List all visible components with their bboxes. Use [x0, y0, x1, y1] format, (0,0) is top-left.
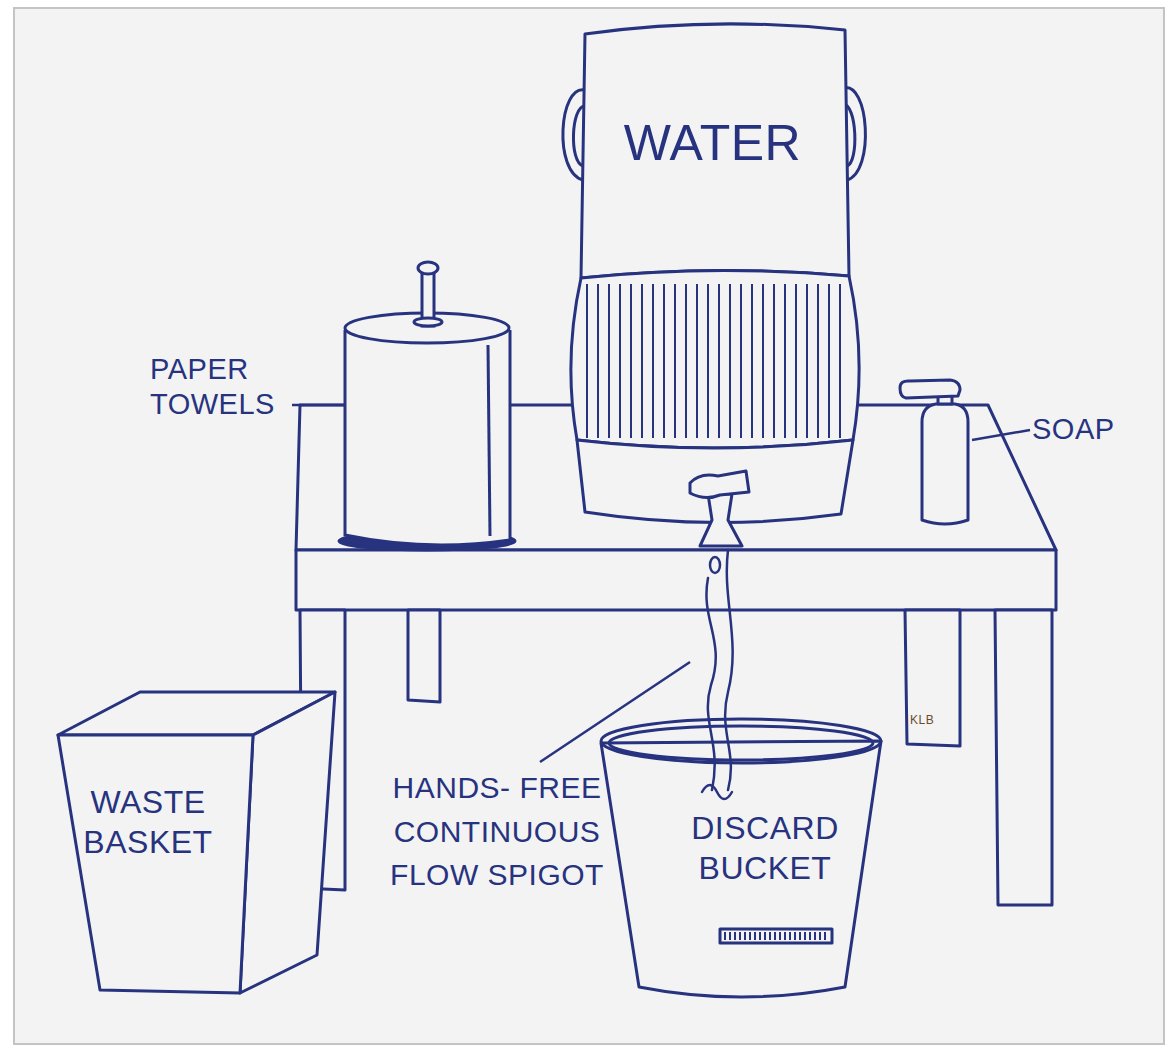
hatch-line — [751, 284, 753, 438]
stream-edge — [706, 578, 715, 790]
leader-line — [972, 430, 1030, 440]
signature: KLB — [910, 713, 950, 727]
hatch-line — [769, 932, 771, 940]
hatch-line — [794, 932, 796, 940]
stream-edge — [725, 550, 733, 790]
bucket-rim — [609, 726, 873, 760]
hatch-line — [795, 284, 797, 438]
hatch-line — [619, 284, 621, 438]
basket-front — [58, 735, 253, 993]
hatch-line — [597, 284, 599, 438]
hatch-line — [641, 284, 643, 438]
water-jug: WATER — [555, 20, 870, 525]
hatch-line — [729, 284, 731, 438]
table-leg — [995, 610, 1052, 905]
table-leg — [905, 610, 960, 746]
hatch-line — [674, 284, 676, 438]
hatch-line — [824, 932, 826, 940]
hatch-line — [652, 284, 654, 438]
bucket-body — [601, 741, 881, 997]
hatch-line — [774, 932, 776, 940]
spigot-handle — [690, 471, 749, 498]
hatch-line — [718, 284, 720, 438]
spigot-nozzle — [700, 494, 742, 546]
bucket-handle — [720, 929, 832, 943]
hatch-line — [804, 932, 806, 940]
part-label: PAPER TOWELS — [150, 352, 290, 422]
hatch-line — [762, 284, 764, 438]
node-outline — [555, 20, 870, 525]
hatch-line — [685, 284, 687, 438]
hatch-line — [809, 932, 811, 940]
hatch-line — [740, 284, 742, 438]
hatch-line — [814, 932, 816, 940]
towel-holder-knob — [418, 262, 438, 274]
hatch-line — [744, 932, 746, 940]
hatch-line — [828, 284, 830, 438]
jug-body — [581, 24, 849, 278]
container-label: WASTE BASKET — [63, 782, 233, 862]
hatch-line — [586, 284, 588, 438]
part-label: HANDS- FREE CONTINUOUS FLOW SPIGOT — [372, 766, 622, 897]
towel-roll-top — [345, 313, 509, 343]
hatch-line — [734, 932, 736, 940]
water-drop — [710, 557, 720, 573]
paper-towel-roll — [339, 262, 515, 550]
hatch-line — [806, 284, 808, 438]
jug-sleeve — [571, 270, 859, 448]
hatch-line — [754, 932, 756, 940]
part-label: SOAP — [1032, 412, 1142, 447]
hatch-line — [696, 284, 698, 438]
container-label: WATER — [595, 112, 830, 175]
hatch-line — [784, 932, 786, 940]
leader-line — [292, 404, 345, 407]
hatch-line — [764, 932, 766, 940]
towel-roll-core — [414, 318, 442, 326]
hatch-line — [630, 284, 632, 438]
hatch-line — [729, 932, 731, 940]
hatch-line — [799, 932, 801, 940]
paper-frame — [14, 8, 1164, 1044]
table-apron — [296, 550, 1056, 610]
towel-roll-body — [345, 330, 510, 545]
hatch-line — [819, 932, 821, 940]
hatch-line — [779, 932, 781, 940]
hatch-line — [773, 284, 775, 438]
soap-bottle — [922, 404, 968, 524]
stream-splash — [702, 785, 732, 799]
hatch-line — [839, 284, 841, 438]
soap-dispenser — [900, 380, 968, 524]
hatch-line — [707, 284, 709, 438]
hatch-line — [739, 932, 741, 940]
table-leg — [408, 610, 440, 702]
hatch-line — [749, 932, 751, 940]
hatch-line — [759, 932, 761, 940]
hatch-line — [784, 284, 786, 438]
spigot — [690, 471, 749, 546]
hatch-line — [789, 932, 791, 940]
towel-sheet-edge — [488, 345, 490, 536]
leader-lines — [292, 405, 1030, 762]
hatch-line — [663, 284, 665, 438]
water-stream — [702, 550, 733, 799]
waste-basket: WASTE BASKET — [55, 690, 340, 1000]
soap-pump-head — [900, 380, 960, 398]
container-label: DISCARD BUCKET — [675, 808, 855, 888]
bucket-rim — [601, 719, 881, 763]
hatch-line — [608, 284, 610, 438]
hatch-line — [724, 932, 726, 940]
discard-bucket: DISCARD BUCKET — [595, 715, 885, 1010]
hatch-line — [817, 284, 819, 438]
